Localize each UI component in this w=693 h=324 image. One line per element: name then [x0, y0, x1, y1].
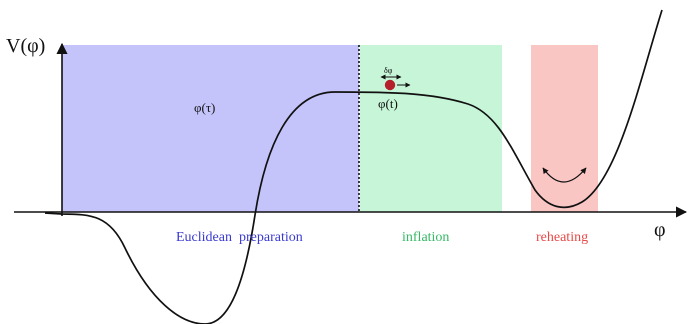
region-euclidean — [62, 45, 359, 212]
x-axis-label: φ — [654, 219, 666, 241]
phi-tau-label: φ(τ) — [194, 100, 215, 115]
reheating-label: reheating — [536, 230, 588, 245]
inflaton-particle — [384, 79, 396, 91]
region-inflation — [360, 45, 502, 212]
euclidean-label: Euclidean preparation — [176, 230, 303, 245]
potential-curve — [44, 9, 663, 324]
region-reheating — [531, 45, 598, 212]
oscillation-arrow — [542, 167, 587, 183]
phi-t-label: φ(t) — [378, 96, 398, 111]
delta-phi-label: δφ — [384, 66, 393, 75]
y-axis-label: V(φ) — [6, 35, 45, 57]
inflation-label: inflation — [402, 230, 449, 245]
